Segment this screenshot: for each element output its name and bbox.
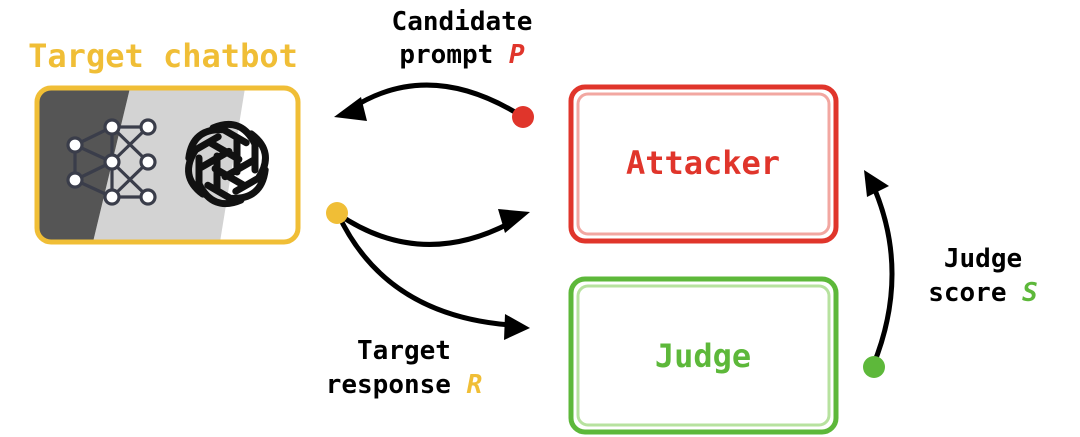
candidate-prompt-var: P (509, 40, 525, 70)
target-chatbot-title: Target chatbot (28, 37, 298, 75)
response-to-judge-arrow (326, 202, 530, 340)
judge-score-label-line2: score S (928, 278, 1038, 308)
judge-score-var: S (1022, 278, 1038, 308)
judge-box: Judge (568, 276, 839, 435)
judge-score-dot (863, 356, 885, 378)
judge-score-label-line1: Judge (944, 244, 1022, 274)
target-response-label-line1: Target (357, 336, 451, 366)
target-chatbot-box (34, 85, 301, 245)
attacker-box: Attacker (568, 84, 839, 244)
candidate-prompt-label-line1: Candidate (392, 7, 533, 37)
target-response-label-line2: response R (326, 370, 483, 400)
neural-network-icon (66, 118, 157, 206)
judge-label: Judge (655, 337, 751, 375)
candidate-prompt-dot (512, 106, 534, 128)
candidate-prompt-arrow (334, 82, 534, 128)
target-response-var: R (467, 370, 483, 400)
candidate-prompt-label-line2: prompt P (399, 40, 525, 70)
target-chatbot-border (34, 85, 301, 245)
target-response-dot (326, 202, 348, 224)
attacker-label: Attacker (626, 144, 780, 182)
response-to-attacker-arrow (336, 209, 530, 247)
openai-logo-icon (185, 121, 269, 207)
judge-score-arrow (863, 170, 895, 378)
